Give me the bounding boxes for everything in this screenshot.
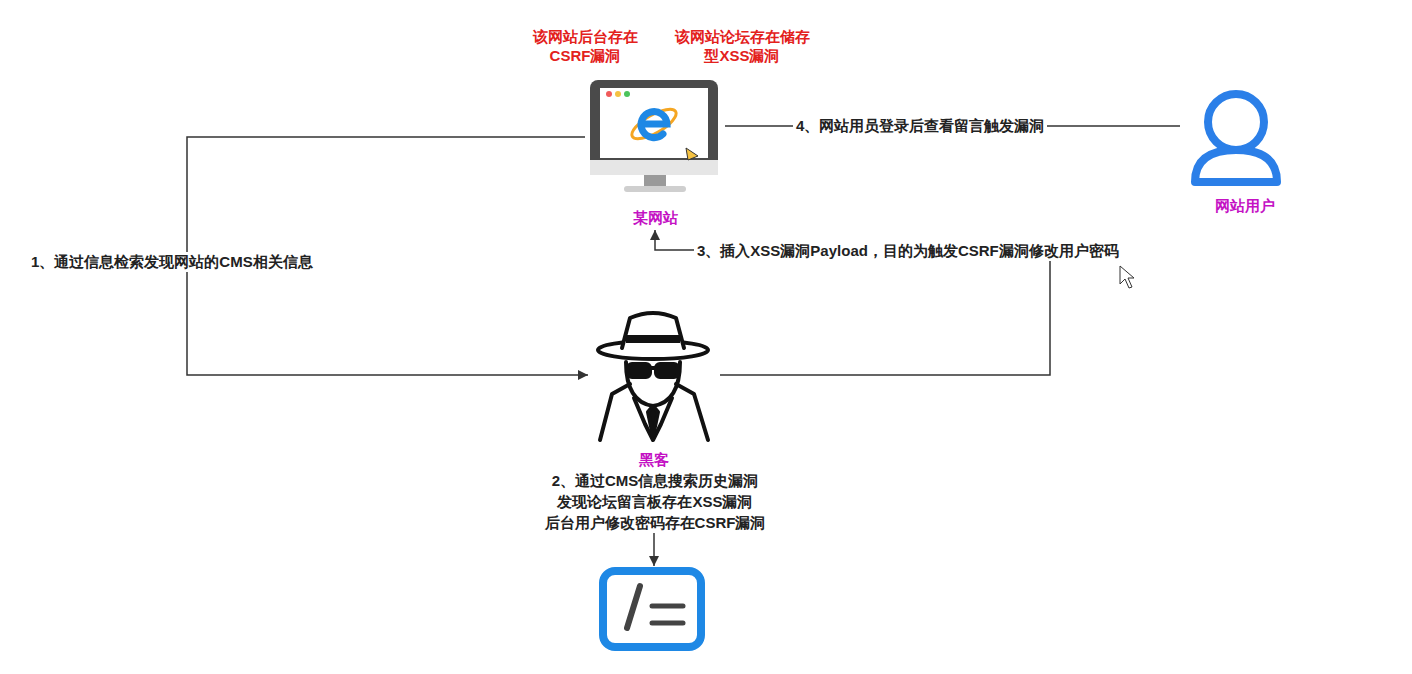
hacker-icon xyxy=(634,398,672,440)
hacker-icon xyxy=(626,335,680,343)
monitor-icon xyxy=(628,104,680,145)
edge-label: 2、通过CMS信息搜索历史漏洞 发现论坛留言板存在XSS漏洞 后台用户修改密码存… xyxy=(505,470,805,533)
monitor-icon xyxy=(590,80,718,192)
hacker-icon xyxy=(622,313,684,348)
mouse-cursor xyxy=(1120,266,1134,288)
hacker-icon xyxy=(628,364,650,377)
monitor-icon xyxy=(590,80,718,175)
edge-label: 4、网站用员登录后查看留言触发漏洞 xyxy=(793,116,1047,136)
edge-label: 3、插入XSS漏洞Payload，目的为触发CSRF漏洞修改用户密码 xyxy=(694,241,1122,261)
hacker-icon xyxy=(650,366,656,370)
website-node: 某网站 xyxy=(585,76,725,230)
monitor-icon xyxy=(590,160,718,175)
monitor-icon xyxy=(624,186,686,192)
edge-label: 1、通过信息检索发现网站的CMS相关信息 xyxy=(28,252,316,272)
edge-label: 4、网站用员登录后查看留言触发漏洞 xyxy=(793,116,1047,136)
hacker-icon xyxy=(648,406,658,436)
monitor-icon xyxy=(615,91,621,97)
document-node xyxy=(598,566,708,654)
document-icon xyxy=(652,604,683,609)
node-label: 黑客 xyxy=(639,451,669,469)
hacker-node: 黑客 xyxy=(588,310,720,472)
hacker-icon xyxy=(676,384,708,440)
document-icon xyxy=(627,586,640,628)
hacker-icon xyxy=(656,364,678,377)
monitor-icon xyxy=(624,91,630,97)
monitor-icon xyxy=(686,148,698,160)
hacker-icon xyxy=(598,313,708,440)
node-label: 网站用户 xyxy=(1215,197,1275,215)
edge-label: 1、通过信息检索发现网站的CMS相关信息 xyxy=(28,252,316,272)
mouse-cursor xyxy=(1120,266,1134,288)
callout-note: 该网站论坛存在储存 型XSS漏洞 xyxy=(662,27,822,65)
callout-note: 该网站后台存在 CSRF漏洞 xyxy=(523,27,648,65)
edge-label: 3、插入XSS漏洞Payload，目的为触发CSRF漏洞修改用户密码 xyxy=(694,241,1122,261)
monitor-icon xyxy=(600,88,708,158)
monitor-icon xyxy=(644,175,666,187)
document-icon xyxy=(652,621,683,626)
document-icon xyxy=(603,571,701,647)
user-icon xyxy=(1195,150,1277,182)
user-node: 网站用户 xyxy=(1180,84,1310,218)
edge-label: 2、通过CMS信息搜索历史漏洞 发现论坛留言板存在XSS漏洞 后台用户修改密码存… xyxy=(505,470,805,533)
hacker-icon xyxy=(600,384,630,440)
user-icon xyxy=(1195,94,1277,182)
monitor-icon xyxy=(641,112,667,138)
callout-note: 该网站后台存在 CSRF漏洞 xyxy=(523,27,648,65)
monitor-icon xyxy=(606,91,612,97)
document-icon xyxy=(603,571,701,647)
user-icon xyxy=(1208,94,1264,150)
node-label: 某网站 xyxy=(633,209,678,227)
callout-note: 该网站论坛存在储存 型XSS漏洞 xyxy=(662,27,822,65)
